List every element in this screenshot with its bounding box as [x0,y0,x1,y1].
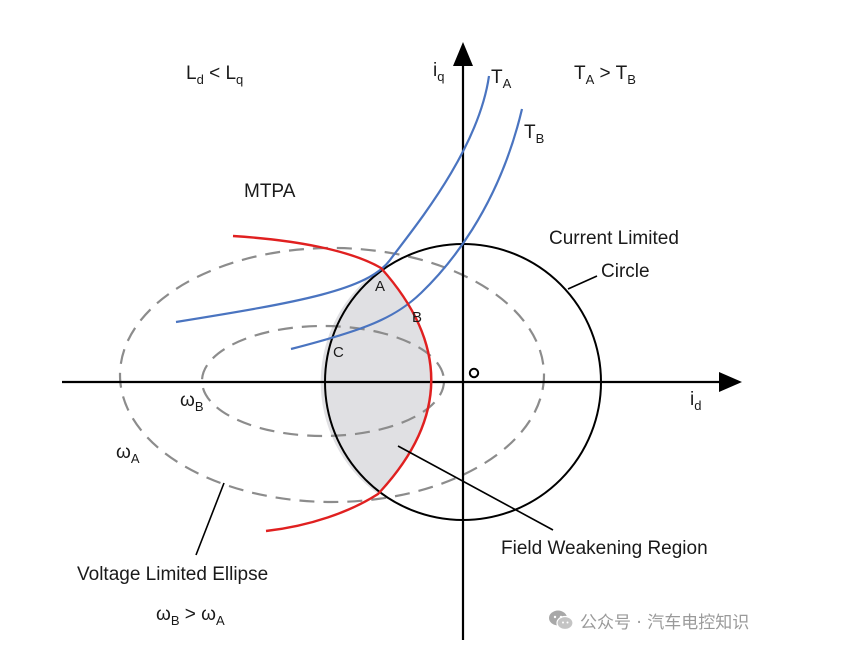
voltage-ellipse-outer [118,246,546,504]
voltage-ellipse-leader [195,482,225,556]
condition-ta-tb: TA > TB [574,63,636,87]
iq-axis-label: iq [433,60,444,84]
current-limited-circle-label-line1: Current Limited [549,228,679,249]
omega-b-label: ωB [180,390,204,414]
mtpa-curve [232,234,433,533]
point-a-label: A [375,278,385,295]
condition-ld-lq: Ld < Lq [186,63,243,87]
origin-marker [468,367,480,379]
point-b-label: B [412,309,422,326]
point-c-label: C [333,344,344,361]
torque-curve-tb [290,108,524,351]
wechat-icon [549,610,574,631]
omega-a-label: ωA [116,442,140,466]
condition-wb-wa: ωB > ωA [156,604,225,628]
torque-ta-label: TA [491,67,512,91]
field-weakening-leader [397,445,554,531]
current-circle-leader [567,275,598,290]
id-axis-arrowhead [719,372,742,392]
torque-curve-ta [175,75,491,324]
iq-axis-arrowhead [453,42,473,66]
id-axis-label: id [690,389,701,413]
current-limited-circle-label-line2: Circle [601,261,650,282]
mtpa-label: MTPA [244,181,296,202]
field-weakening-region-label: Field Weakening Region [501,538,708,559]
watermark-text: 公众号 · 汽车电控知识 [580,612,750,633]
torque-tb-label: TB [524,122,544,146]
voltage-limited-ellipse-label: Voltage Limited Ellipse [77,564,268,585]
watermark: 公众号 · 汽车电控知识 [548,607,749,633]
